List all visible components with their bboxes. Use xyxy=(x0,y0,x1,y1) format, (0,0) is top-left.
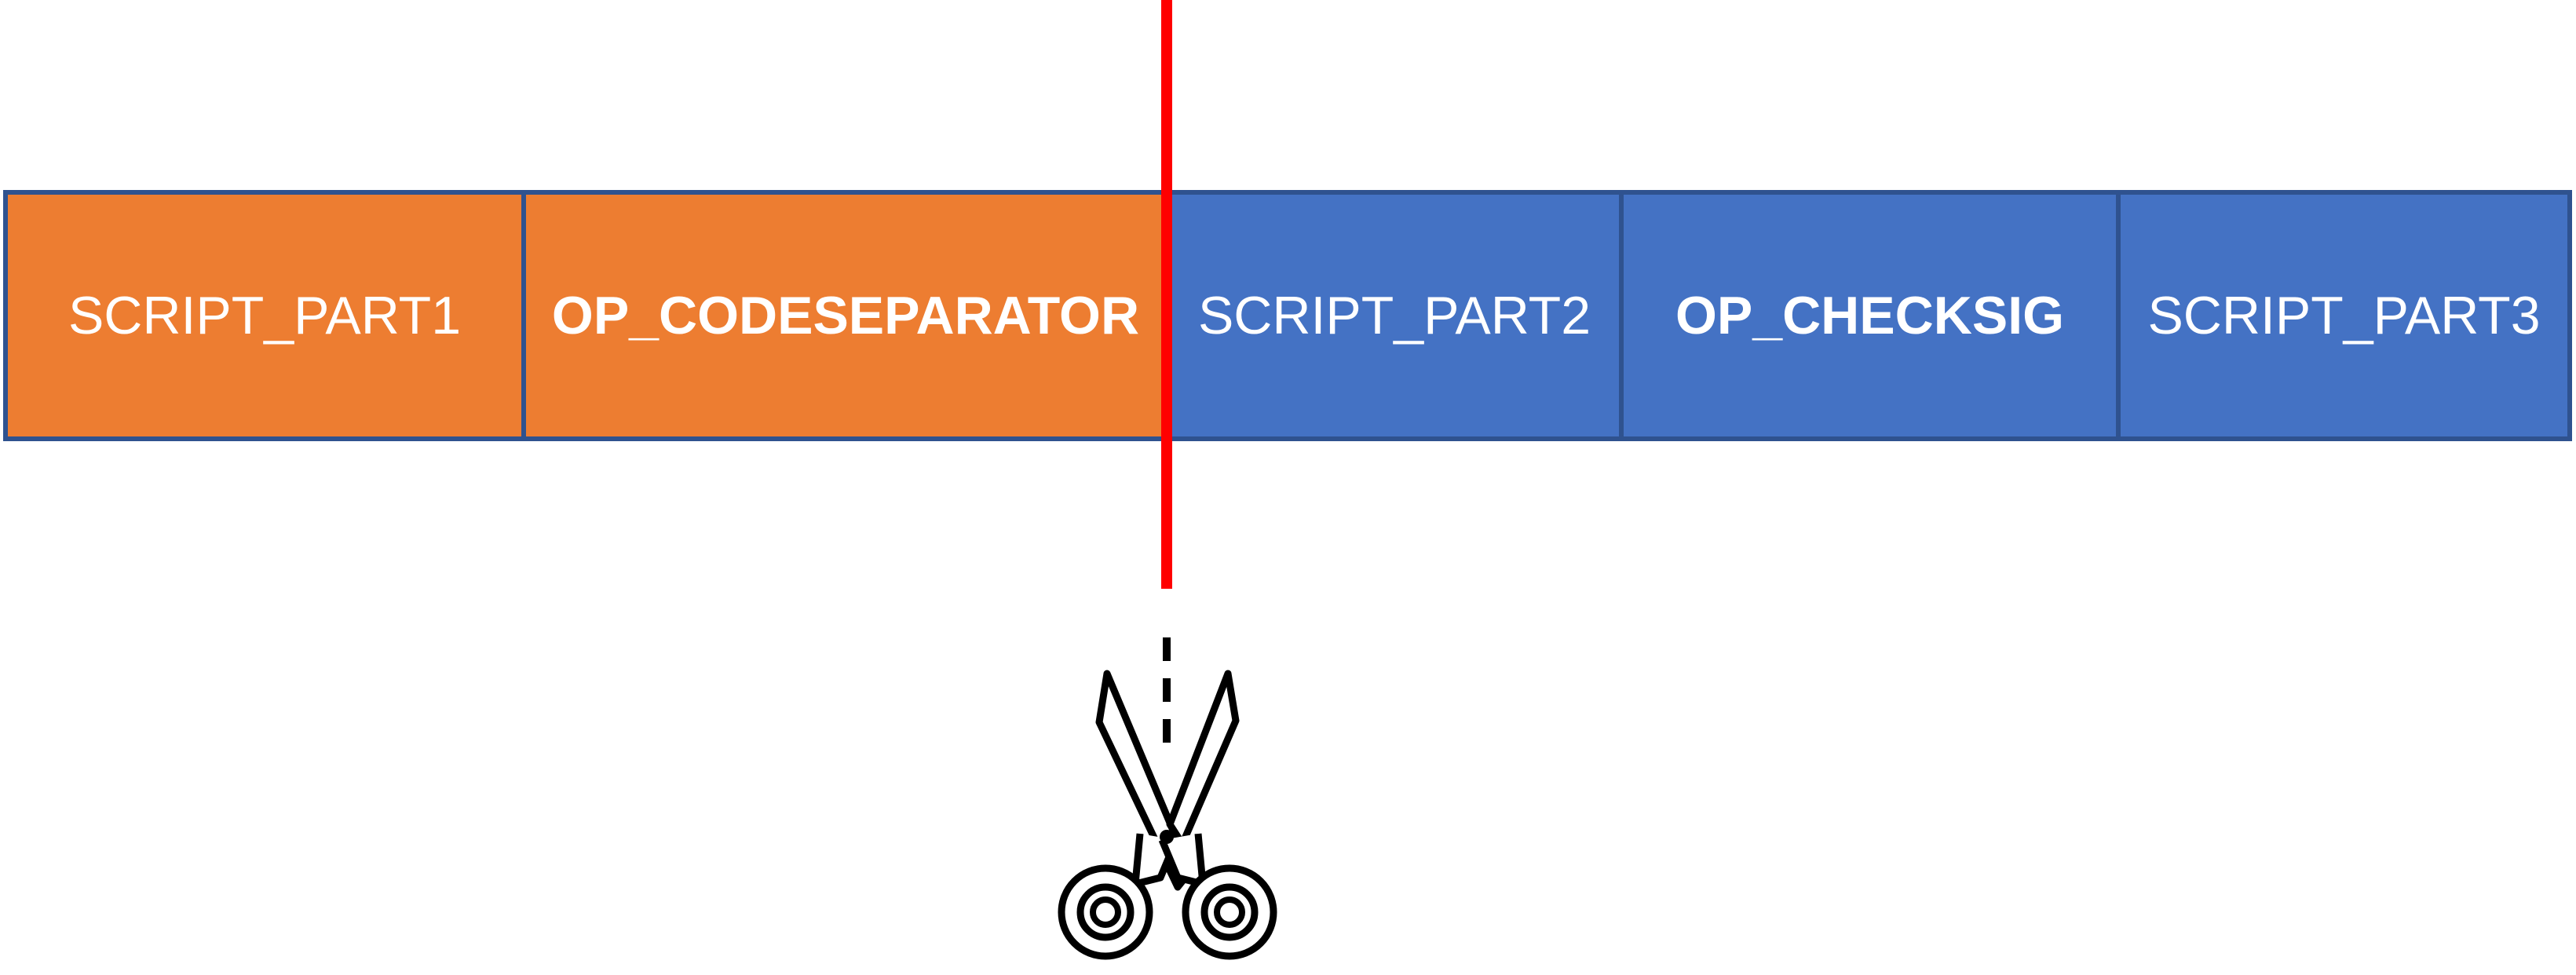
script-bar: SCRIPT_PART1 OP_CODESEPARATOR SCRIPT_PAR… xyxy=(3,190,2572,441)
scissors-icon xyxy=(1058,637,1277,960)
pivot xyxy=(1160,830,1174,844)
cut-line xyxy=(1161,0,1172,589)
segment-label: OP_CODESEPARATOR xyxy=(551,286,1140,345)
segment-label: OP_CHECKSIG xyxy=(1675,286,2064,345)
segment-label: SCRIPT_PART2 xyxy=(1197,286,1591,345)
segment-script-part1: SCRIPT_PART1 xyxy=(3,190,526,441)
segment-op-codeseparator: OP_CODESEPARATOR xyxy=(526,190,1170,441)
segment-label: SCRIPT_PART1 xyxy=(68,286,462,345)
segment-script-part3: SCRIPT_PART3 xyxy=(2121,190,2572,441)
segment-script-part2: SCRIPT_PART2 xyxy=(1170,190,1624,441)
segment-op-checksig: OP_CHECKSIG xyxy=(1624,190,2121,441)
right-blade xyxy=(1166,670,1240,848)
segment-label: SCRIPT_PART3 xyxy=(2147,286,2541,345)
